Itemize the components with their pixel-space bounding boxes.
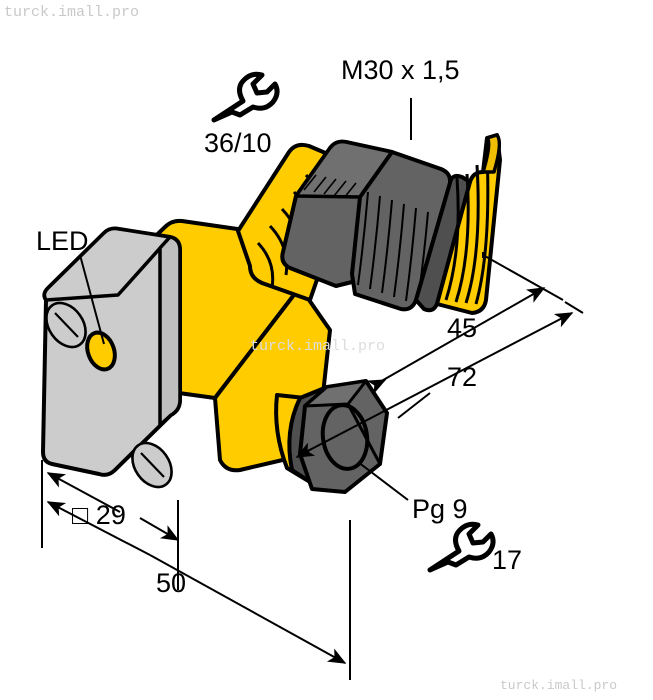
wrench-size-bottom-label: 17	[492, 545, 523, 575]
dim-arrow-29-up	[46, 472, 121, 513]
hex-knurl-hatch	[303, 174, 357, 199]
knurl-ribs	[357, 191, 429, 302]
watermark-top-left: turck.imall.pro	[4, 4, 140, 21]
dimension-72-label: 72	[447, 362, 478, 392]
pg9-connector	[274, 379, 389, 494]
leader-72-tick	[397, 392, 431, 419]
dimension-45-label: 45	[447, 313, 478, 343]
dim-line-50	[149, 554, 347, 664]
dim-arrow-29-right	[139, 517, 180, 541]
connector-label: Pg 9	[412, 494, 468, 524]
ext-line-72	[564, 301, 584, 314]
led-label: LED	[36, 226, 89, 256]
wrench-icon	[211, 71, 280, 123]
leader-pg9	[357, 461, 409, 501]
mounting-hole-bottom	[131, 441, 173, 489]
dim-arrow-29-down	[46, 501, 151, 556]
dimension-29-label: □ 29	[72, 500, 126, 530]
wrench-icon	[427, 521, 496, 573]
dim-line-45-right	[377, 287, 546, 384]
ext-line-45	[482, 254, 564, 301]
leader-led	[79, 254, 105, 345]
watermark-bottom-right: turck.imall.pro	[500, 678, 618, 693]
watermark-middle: turck.imall.pro	[250, 338, 386, 355]
dimension-lines	[41, 98, 584, 680]
dim-arrow-72-left	[295, 442, 316, 458]
dim-line-72-right	[299, 312, 574, 456]
wrench-size-top-label: 36/10	[204, 128, 272, 158]
thread-size-label: M30 x 1,5	[341, 55, 460, 85]
lock-nut-assembly	[280, 139, 472, 313]
mounting-hole-top	[45, 301, 87, 349]
dim-arrow-45-left	[366, 379, 387, 395]
led-indicator	[85, 330, 117, 372]
barrel-thread-end	[435, 133, 502, 315]
dimension-50-label: 50	[156, 568, 187, 598]
thread-arcs-end	[444, 151, 490, 305]
sensor-face	[41, 226, 182, 489]
